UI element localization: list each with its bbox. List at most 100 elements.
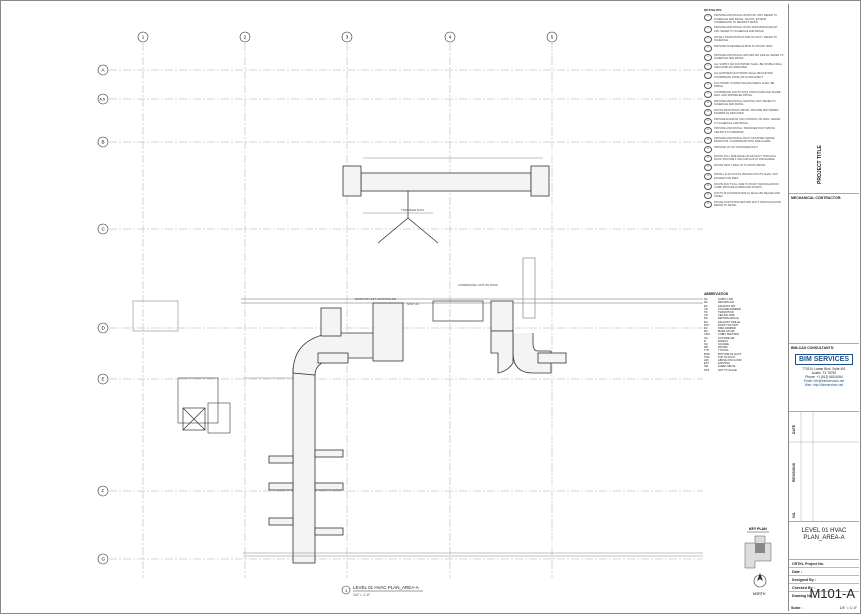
abbreviation-key: EA [704,304,708,308]
keynote-text: INSTALL TRANSITION AT END OF DUCT. REFER… [714,35,777,42]
keynote-text: ROUTE FULL SIZE MAKE-UP AIR DUCT THROUGH… [714,155,776,162]
abbreviation-key: RG [704,317,708,321]
north-arrow: NORTH [753,573,767,596]
consultant-cell: BIM-CAD CONSULTANTS: BIM SERVICES 7703 N… [789,344,859,412]
keynote-text: PROVIDE AND INSTALL ROOF MOUNTED EXHAUST… [714,26,778,33]
svg-text:1: 1 [345,588,348,593]
grid-bubble-col [137,31,149,43]
keynote-number: 13 [704,127,712,135]
annotation-condensing-unit: CONDENSING UNIT ON ROOF [458,283,498,287]
keynote-text: PROVIDE 90 DEGREE ELBOW AT SOUND TRAP. [714,44,773,48]
keynote-text: PROVIDE AND INSTALL ROOFTOP UNIT. REFER … [714,14,778,24]
abbreviation-item: OA OUTSIDE AIR [704,337,784,340]
abbreviation-value: ROUND [718,346,728,350]
keynote-number: 7 [704,72,712,80]
keynote-text: ALL SUPPLY AIR DUCTWORK SHALL BE DOUBLE … [714,63,783,70]
no-column-label: NO. [792,511,796,518]
abbreviation-key: RTU [704,323,710,327]
grid-bubble-col [341,31,353,43]
keynotes-title: KEYNOTES [704,9,722,12]
revisions-cell: DATE REVISIONS NO. [789,412,859,522]
address-line-1: 7703 N. Lamar Blvd. Suite 401 [802,367,846,371]
plan-scale: 1/4" = 1'-0" [353,593,371,597]
abbreviation-key: TR [704,311,708,315]
abbreviation-key: EXT [704,362,710,366]
grid-label-col: 5 [551,35,554,40]
key-plan: KEY PLAN [744,527,772,569]
date-row: Date : [789,568,859,576]
project-name-cell: PROJECT TITLE [789,4,859,194]
abbreviation-key: VD [704,307,708,311]
sheet-title-line-1: LEVEL 01 HVAC [801,528,847,534]
dimension-layer [243,157,703,557]
grid-label-col: 2 [244,35,247,40]
abbreviation-value: ABOVE FIN FLOOR [718,359,742,363]
grid-label-row: F [102,489,105,494]
keynote-number: 8 [704,81,712,89]
keynote-number: 1 [704,14,712,22]
keynote-number: 21 [704,200,712,208]
scale-row: Scale : 1/4" = 1'-0" [791,606,857,610]
abbreviation-key: SQ [704,343,708,347]
web-link[interactable]: Web: http://bimservices.net [804,383,844,387]
abbreviation-key: RD [704,346,708,350]
abbreviation-value: OUTSIDE AIR [718,336,735,340]
abbreviation-value: FIRE DAMPER [718,327,736,331]
drawing-number: M101-A [809,586,855,601]
keynote-text: ROUTE DUCT FULL SIZE TO ROOF THROUGH ROO… [714,182,779,189]
date-column-label: DATE [792,424,796,434]
grid-bubble-row [97,373,109,385]
grid-label-col: 3 [346,35,349,40]
project-info-rows: CRTKL Project No. Date : Designed By : C… [789,560,859,601]
keynote-number: 19 [704,182,712,190]
keynote-text: PROVIDE AND INSTALL RETURN AIR GRILLE. R… [714,53,784,61]
mech-contractor-cell: MECHANICAL CONTRACTOR: [789,194,859,344]
abbreviation-value: BOTTOM OF DUCT [718,352,742,356]
keynote-number: 20 [704,191,712,199]
grid-bubble-row [97,485,109,497]
wall-layer [132,298,703,434]
project-no-row: CRTKL Project No. [789,560,859,568]
abbreviation-item: TR TRANSITION [704,311,784,314]
abbreviation-value: EXHAUST AIR [718,304,736,308]
grid-label-row: G [102,557,106,562]
keynote-number: 2 [704,26,712,34]
grid-label-row: B [102,140,105,145]
abbreviation-key: FD [704,327,708,331]
abbreviation-value: TOP OF DUCT [718,355,736,359]
grid-label-row: A.5 [100,98,105,102]
grid-bubble-row [97,93,109,105]
key-plan-label: KEY PLAN [749,527,767,531]
grid-bubble-row [97,322,109,334]
abbreviation-key: CD [704,314,708,318]
abbreviation-item: AFF ABOVE FIN FLOOR [704,359,784,362]
abbreviation-key: AFF [704,359,709,363]
abbreviation-key: NTS [704,368,710,372]
keynote-number: 4 [704,44,712,52]
abbreviation-key: SA [704,298,708,302]
abbreviation-key: OA [704,336,708,340]
abbreviation-value: ROOF TOP UNIT [718,323,739,327]
phone: Phone: +1 (512) 660-5064 [805,375,843,379]
abbreviation-value: EXHAUST GRILLE [718,320,741,324]
equipment-layer [182,257,536,431]
keynote-number: 10 [704,99,712,107]
grid-label-col: 4 [449,35,452,40]
email-link[interactable]: Email: info@bimservices.net [803,379,845,383]
keynote-number: 17 [704,164,712,172]
abbreviation-value: TRANSITION [718,311,734,315]
